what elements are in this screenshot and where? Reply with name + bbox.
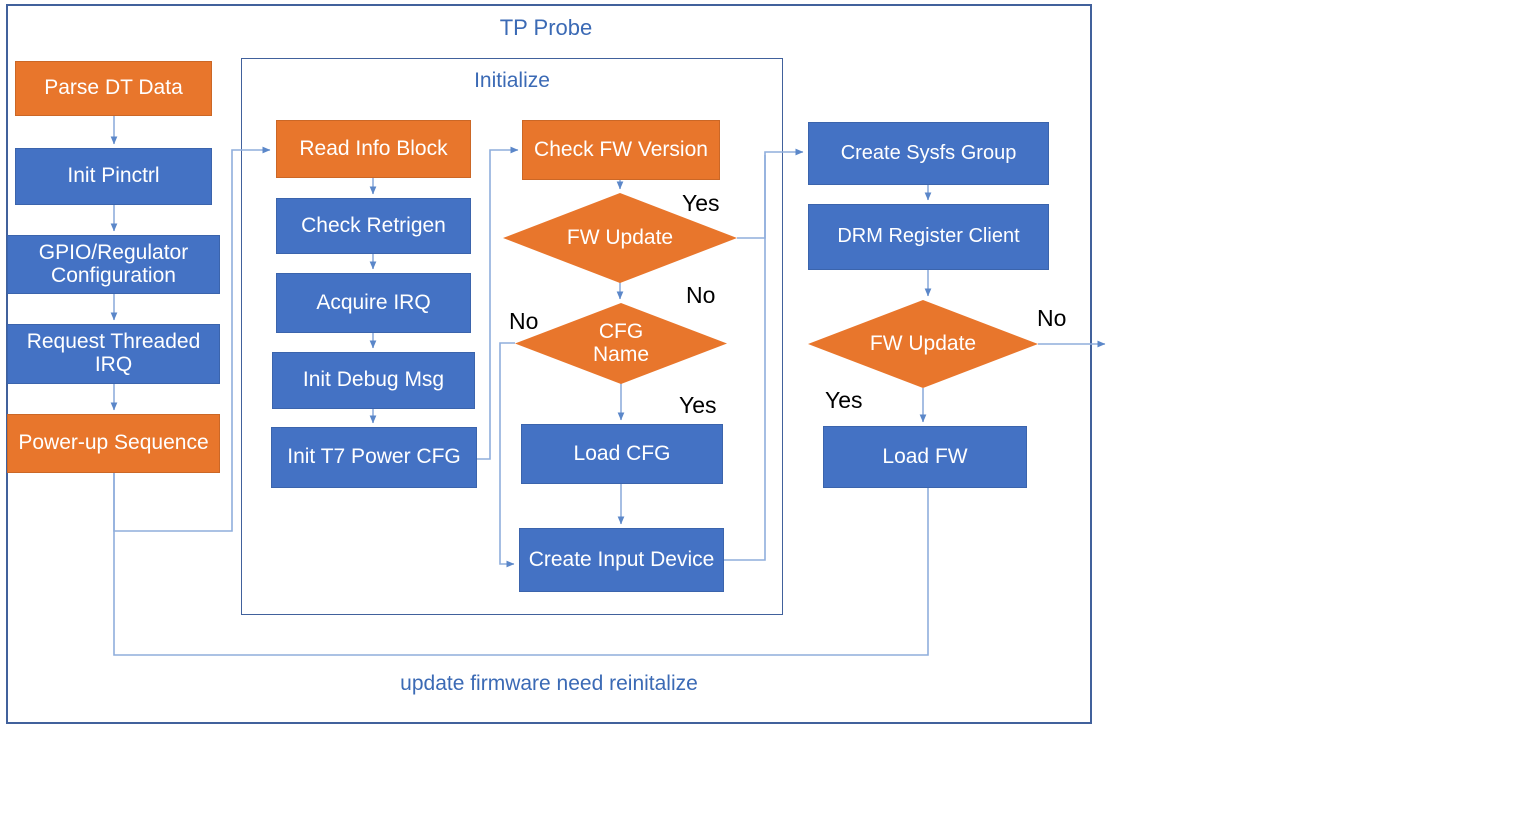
node-check-fw-version[interactable]: Check FW Version [522, 120, 720, 180]
node-parse-dt-data[interactable]: Parse DT Data [15, 61, 212, 116]
node-label: Check FW Version [534, 137, 708, 161]
node-label: Parse DT Data [44, 76, 183, 100]
node-check-retrigen[interactable]: Check Retrigen [276, 198, 471, 254]
wire-loadfw-feedback-loop [113, 473, 929, 656]
decision-fw-update-2[interactable]: FW Update [808, 300, 1038, 388]
wire-fwupdate1-yes-to-sysfs [737, 148, 804, 239]
node-label: Read Info Block [299, 136, 448, 160]
node-label: Load FW [882, 444, 968, 468]
node-init-t7-power-cfg[interactable]: Init T7 Power CFG [271, 427, 477, 488]
node-gpio-regulator-configuration[interactable]: GPIO/Regulator Configuration [7, 235, 220, 294]
node-label: Create Input Device [528, 547, 715, 571]
branch-label-fw-update-1-yes: Yes [682, 190, 720, 216]
node-label: Acquire IRQ [316, 290, 431, 314]
wire-createinput-to-right-column [724, 155, 766, 561]
node-create-input-device[interactable]: Create Input Device [519, 528, 724, 592]
node-label: Init Pinctrl [67, 164, 160, 188]
node-drm-register-client[interactable]: DRM Register Client [808, 204, 1049, 270]
node-power-up-sequence[interactable]: Power-up Sequence [7, 414, 220, 473]
reinitialize-caption: update firmware need reinitalize [400, 672, 698, 695]
node-request-threaded-irq[interactable]: Request Threaded IRQ [7, 324, 220, 384]
node-load-fw[interactable]: Load FW [823, 426, 1027, 488]
tp-probe-title: TP Probe [499, 15, 593, 40]
node-create-sysfs-group[interactable]: Create Sysfs Group [808, 122, 1049, 185]
node-label: Create Sysfs Group [840, 141, 1017, 164]
node-label: FW Update [566, 225, 674, 249]
node-label: FW Update [869, 331, 977, 355]
node-label: DRM Register Client [837, 225, 1020, 248]
node-label: Init T7 Power CFG [287, 445, 461, 469]
wire-cfgname-no-to-createinput [499, 342, 515, 568]
node-load-cfg[interactable]: Load CFG [521, 424, 723, 484]
initialize-title: Initialize [474, 69, 550, 92]
node-init-pinctrl[interactable]: Init Pinctrl [15, 148, 212, 205]
wire-t7cfg-to-checkfw [477, 146, 519, 460]
branch-label-fw-update-2-no: No [1037, 305, 1067, 331]
node-acquire-irq[interactable]: Acquire IRQ [276, 273, 471, 333]
node-label: Request Threaded IRQ [26, 330, 201, 376]
branch-label-fw-update-1-no: No [686, 282, 716, 308]
node-label: Check Retrigen [301, 213, 446, 237]
branch-label-cfg-name-yes: Yes [679, 392, 717, 418]
branch-label-fw-update-2-yes: Yes [825, 387, 863, 413]
node-label: Init Debug Msg [302, 368, 445, 392]
node-label: CFG Name [592, 319, 650, 366]
node-read-info-block[interactable]: Read Info Block [276, 120, 471, 178]
node-label: Load CFG [573, 441, 671, 465]
branch-label-cfg-name-no: No [509, 308, 539, 334]
initialize-frame [241, 58, 783, 615]
node-label: Power-up Sequence [18, 431, 209, 455]
decision-cfg-name[interactable]: CFG Name [515, 303, 727, 384]
decision-fw-update-1[interactable]: FW Update [503, 193, 737, 283]
node-label: GPIO/Regulator Configuration [38, 240, 189, 287]
node-init-debug-msg[interactable]: Init Debug Msg [272, 352, 475, 409]
